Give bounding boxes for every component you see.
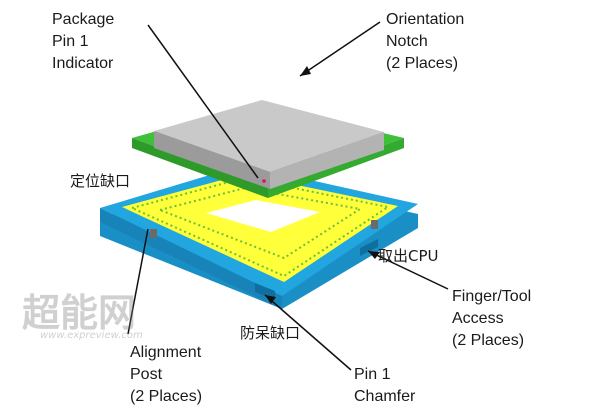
- substrate-front: [132, 138, 268, 198]
- finger-access-notch-front: [255, 283, 275, 300]
- finger-access-notch-right: [360, 239, 378, 256]
- leader-arrowheads: [265, 66, 380, 304]
- leader-alignment-post: [127, 228, 149, 335]
- leader-orientation-notch: [299, 21, 381, 77]
- label-line: Post: [130, 366, 163, 383]
- alignment-post-right: [371, 220, 378, 229]
- label-remove-cpu: 取出CPU: [378, 247, 439, 265]
- label-finger-tool-access: Finger/Tool Access (2 Places): [452, 286, 531, 352]
- ihs-top: [154, 100, 384, 172]
- socket-center-cavity: [206, 200, 320, 232]
- arrow-finger-access: [368, 251, 380, 259]
- ihs-front: [154, 131, 270, 189]
- cpu-ihs: [154, 100, 384, 189]
- label-line: Alignment: [130, 344, 202, 361]
- socket-bed: [122, 174, 398, 282]
- label-package-pin1-indicator: Package Pin 1 Indicator: [52, 9, 114, 75]
- label-alignment-post: Alignment Post (2 Places): [130, 342, 202, 408]
- label-line: Notch: [386, 33, 428, 50]
- leader-lines: [127, 21, 449, 371]
- socket-frame-front: [100, 208, 282, 309]
- alignment-posts: [150, 220, 378, 238]
- socket-notches: [255, 239, 378, 300]
- watermark-url: www.expreview.com: [40, 330, 143, 341]
- label-line: Orientation: [386, 11, 465, 28]
- watermark-logo: 超能网: [22, 291, 137, 335]
- label-orientation-notch: Orientation Notch (2 Places): [386, 9, 464, 75]
- label-pin1-chamfer: Pin 1 Chamfer: [354, 364, 415, 408]
- leader-package-pin1: [147, 24, 259, 179]
- label-line: Access: [452, 310, 504, 327]
- label-positioning-notch: 定位缺口: [70, 172, 131, 190]
- label-line: Pin 1: [52, 33, 89, 50]
- alignment-post-left: [150, 229, 157, 238]
- label-anti-dumb-notch: 防呆缺口: [240, 324, 301, 342]
- label-line: Chamfer: [354, 388, 416, 405]
- label-line: Indicator: [52, 55, 114, 72]
- label-line: Package: [52, 11, 115, 28]
- label-line: (2 Places): [452, 332, 525, 349]
- label-line: (2 Places): [130, 388, 203, 405]
- label-line: (2 Places): [386, 55, 459, 72]
- label-line: Finger/Tool: [452, 288, 532, 305]
- arrow-pin1-chamfer: [265, 295, 276, 304]
- leader-pin1-chamfer: [264, 294, 352, 371]
- leader-finger-access: [367, 250, 449, 290]
- ihs-side: [270, 132, 384, 189]
- arrow-orientation-notch: [300, 66, 311, 76]
- label-line: Pin 1: [354, 366, 391, 383]
- pin1-indicator-dot: [262, 179, 266, 183]
